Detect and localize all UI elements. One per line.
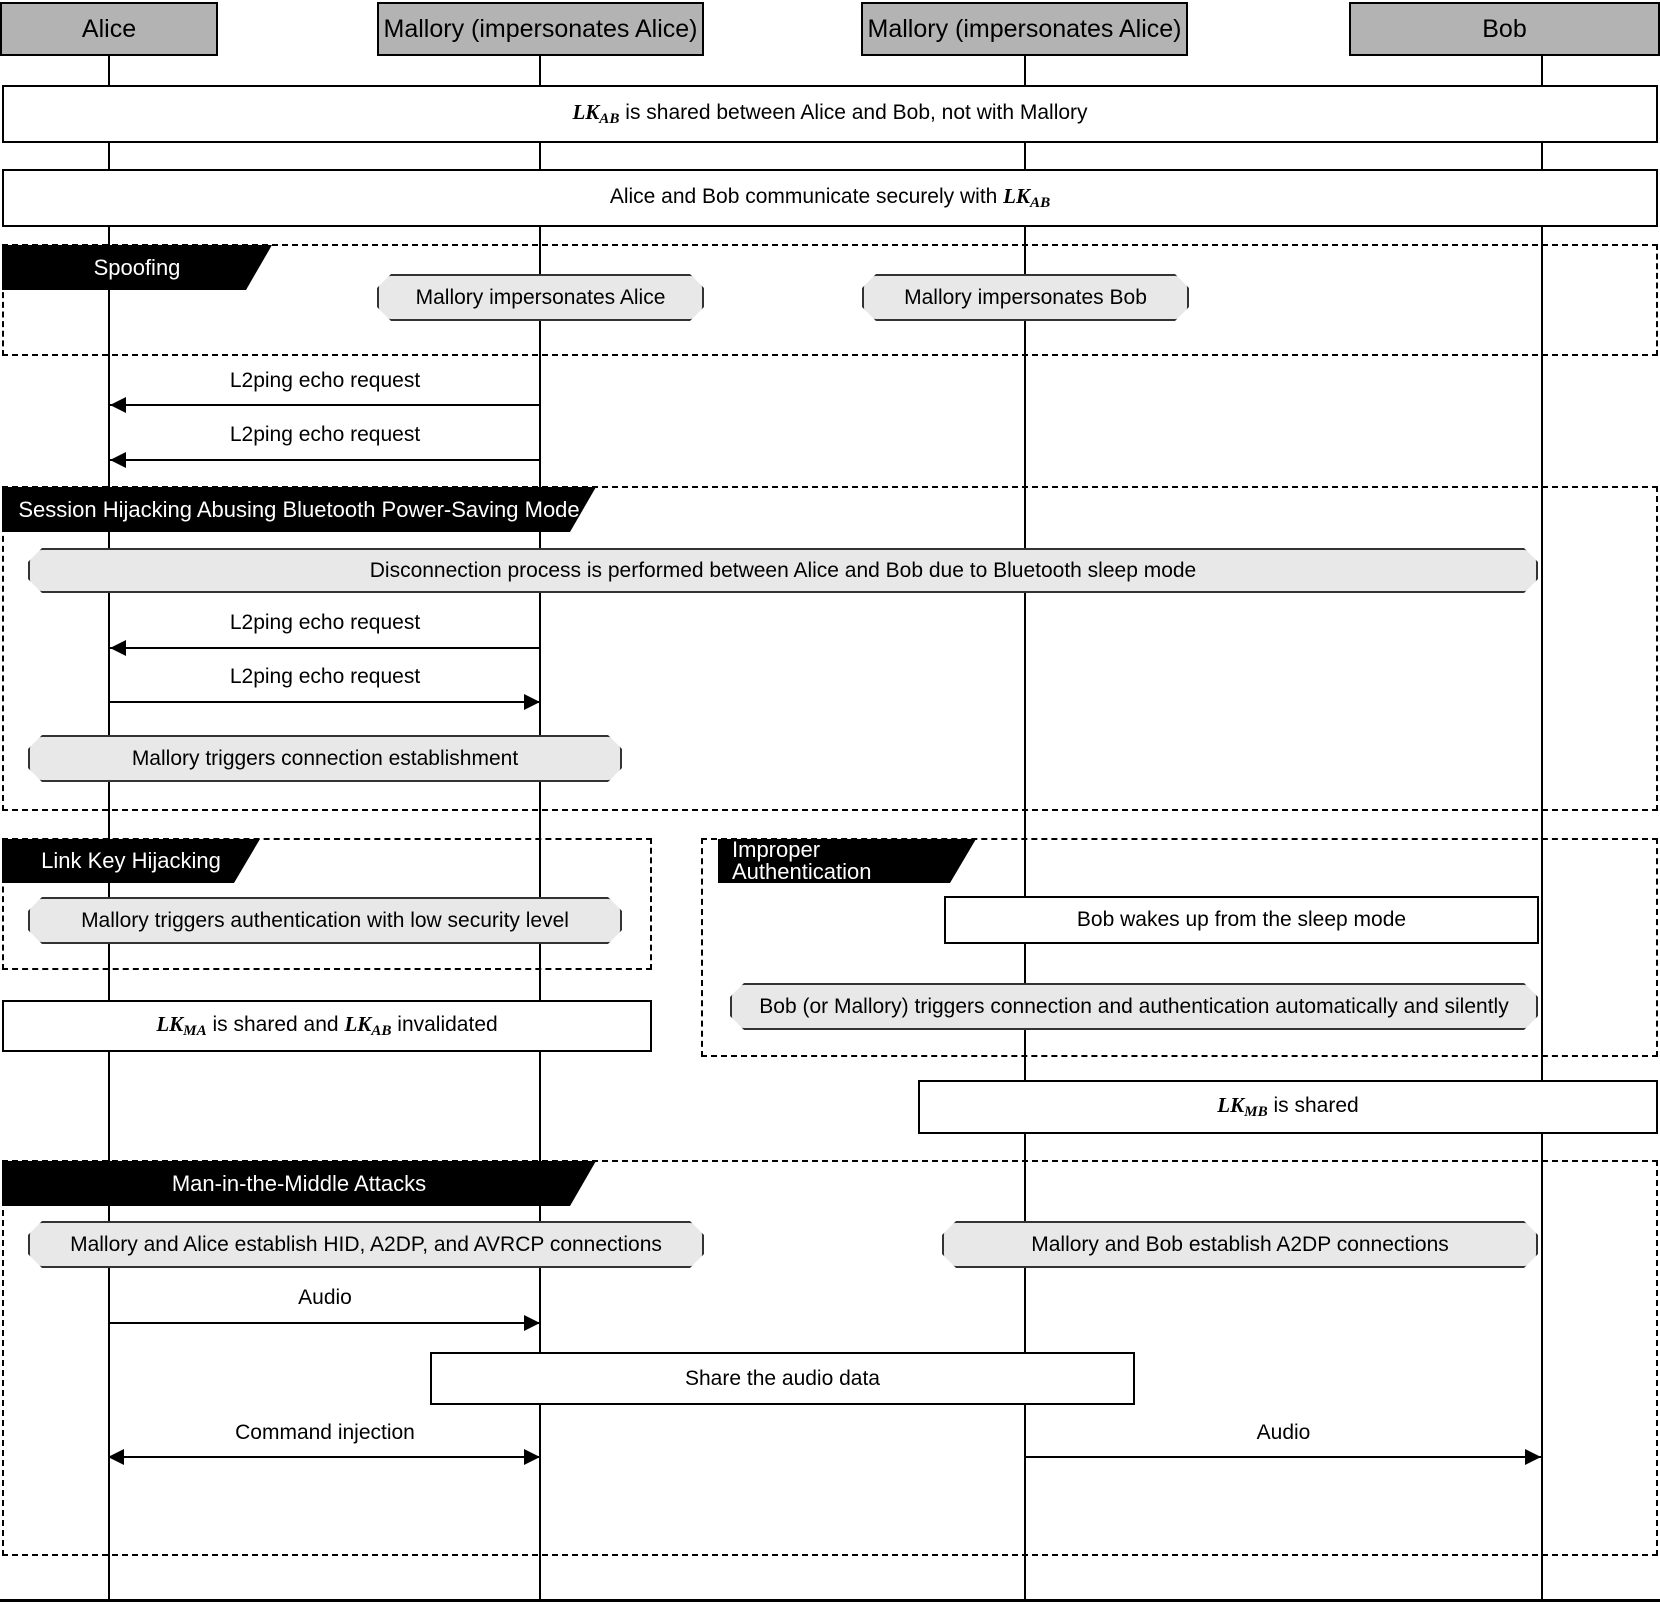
note-bob-wakes-up: Bob wakes up from the sleep mode	[944, 896, 1539, 944]
note-mallory-bob-connections: Mallory and Bob establish A2DP connectio…	[942, 1221, 1538, 1268]
note-share-audio-data: Share the audio data	[430, 1352, 1135, 1405]
fragment-session-hijacking-label: Session Hijacking Abusing Bluetooth Powe…	[18, 496, 580, 522]
actor-mallory-impersonates-alice-2[interactable]: Mallory (impersonates Alice)	[861, 2, 1188, 56]
message-line-m5	[110, 1322, 540, 1324]
fragment-improper-authentication-label: Improper Authentication	[732, 837, 872, 884]
fragment-link-key-hijacking-tab[interactable]: Link Key Hijacking	[2, 839, 260, 883]
message-label-m6: Command injection	[235, 1421, 415, 1444]
note-bob-wakes-up-text: Bob wakes up from the sleep mode	[1076, 908, 1407, 931]
message-label-m1: L2ping echo request	[229, 369, 421, 392]
fragment-spoofing	[2, 244, 1658, 356]
note-communicate-securely: Alice and Bob communicate securely with …	[2, 169, 1658, 227]
note-lkmb-shared: LKMB is shared	[918, 1080, 1658, 1134]
note-bob-or-mallory-triggers-text: Bob (or Mallory) triggers connection and…	[759, 994, 1509, 1018]
lifeline-bob	[1541, 55, 1543, 1600]
message-line-m3	[110, 647, 540, 649]
fragment-session-hijacking-tab[interactable]: Session Hijacking Abusing Bluetooth Powe…	[2, 487, 596, 532]
note-mallory-impersonates-alice-text: Mallory impersonates Alice	[415, 285, 666, 309]
note-share-audio-data-text: Share the audio data	[685, 1366, 880, 1390]
lifeline-mallory-b	[1024, 55, 1026, 1600]
message-arrowhead-m3	[110, 640, 126, 656]
message-arrowhead-m4	[524, 694, 540, 710]
note-disconnection-process: Disconnection process is performed betwe…	[28, 548, 1538, 593]
note-mallory-triggers-connection: Mallory triggers connection establishmen…	[28, 735, 622, 782]
note-mallory-triggers-auth-text: Mallory triggers authentication with low…	[81, 908, 569, 932]
lifeline-alice	[108, 55, 110, 1600]
message-line-m7	[1026, 1456, 1541, 1458]
note-lkab-shared-text: LKAB is shared between Alice and Bob, no…	[572, 99, 1088, 128]
actor-label-mallory-a: Mallory (impersonates Alice)	[383, 14, 698, 43]
message-line-m1	[110, 404, 540, 406]
message-arrowhead-m1	[110, 397, 126, 413]
diagram-bottom-rule	[0, 1599, 1660, 1602]
fragment-mitm	[2, 1160, 1658, 1556]
fragment-improper-authentication-tab[interactable]: Improper Authentication	[718, 839, 976, 883]
actor-label-bob: Bob	[1482, 14, 1527, 43]
note-mallory-bob-connections-text: Mallory and Bob establish A2DP connectio…	[1031, 1232, 1449, 1256]
actor-alice[interactable]: Alice	[0, 2, 218, 56]
actor-label-mallory-b: Mallory (impersonates Alice)	[867, 14, 1182, 43]
message-arrowhead-m7-right	[1525, 1449, 1541, 1465]
note-mallory-impersonates-bob-text: Mallory impersonates Bob	[904, 285, 1147, 309]
note-lkmb-shared-text: LKMB is shared	[1217, 1092, 1359, 1121]
actor-bob[interactable]: Bob	[1349, 2, 1660, 56]
fragment-link-key-hijacking-label: Link Key Hijacking	[41, 848, 221, 873]
note-mallory-impersonates-bob: Mallory impersonates Bob	[862, 274, 1189, 321]
fragment-spoofing-tab[interactable]: Spoofing	[2, 245, 272, 290]
note-disconnection-process-text: Disconnection process is performed betwe…	[369, 558, 1197, 582]
fragment-link-key-hijacking	[2, 838, 652, 970]
message-label-m2: L2ping echo request	[229, 423, 421, 446]
actor-label-alice: Alice	[81, 14, 137, 43]
note-mallory-triggers-connection-text: Mallory triggers connection establishmen…	[131, 746, 519, 770]
fragment-improper-authentication	[701, 838, 1658, 1057]
note-bob-or-mallory-triggers: Bob (or Mallory) triggers connection and…	[730, 983, 1538, 1030]
message-arrowhead-m6-left	[108, 1449, 124, 1465]
note-lkma-shared: LKMA is shared and LKAB invalidated	[2, 1000, 652, 1052]
note-lkma-shared-text: LKMA is shared and LKAB invalidated	[156, 1011, 498, 1040]
note-communicate-securely-text: Alice and Bob communicate securely with …	[609, 183, 1051, 212]
actor-mallory-impersonates-alice-1[interactable]: Mallory (impersonates Alice)	[377, 2, 704, 56]
lifeline-mallory-a	[539, 55, 541, 1600]
note-mallory-triggers-auth: Mallory triggers authentication with low…	[28, 897, 622, 944]
message-line-m4	[110, 701, 540, 703]
message-line-m6	[110, 1456, 540, 1458]
note-mallory-impersonates-alice: Mallory impersonates Alice	[377, 274, 704, 321]
fragment-session-hijacking	[2, 486, 1658, 811]
message-arrowhead-m2	[110, 452, 126, 468]
fragment-mitm-label: Man-in-the-Middle Attacks	[171, 1170, 427, 1196]
message-label-m7: Audio	[1256, 1421, 1311, 1444]
message-label-m4: L2ping echo request	[229, 665, 421, 688]
message-label-m5: Audio	[298, 1286, 352, 1309]
fragment-spoofing-label: Spoofing	[93, 254, 181, 280]
message-arrowhead-m6-right	[524, 1449, 540, 1465]
note-lkab-shared: LKAB is shared between Alice and Bob, no…	[2, 85, 1658, 143]
message-line-m2	[110, 459, 540, 461]
note-mallory-alice-connections: Mallory and Alice establish HID, A2DP, a…	[28, 1221, 704, 1268]
message-label-m3: L2ping echo request	[229, 611, 421, 634]
note-mallory-alice-connections-text: Mallory and Alice establish HID, A2DP, a…	[70, 1232, 662, 1256]
message-arrowhead-m5	[524, 1315, 540, 1331]
fragment-mitm-tab[interactable]: Man-in-the-Middle Attacks	[2, 1161, 596, 1206]
